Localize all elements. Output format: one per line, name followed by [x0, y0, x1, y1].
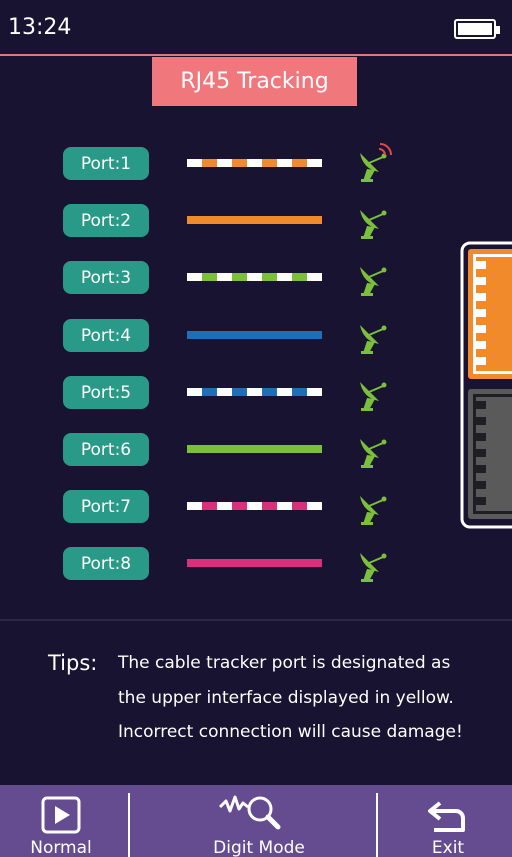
digit-mode-button[interactable]: Digit Mode [134, 785, 384, 857]
port-label: Port:2 [63, 204, 149, 237]
port-label: Port:4 [63, 319, 149, 352]
wire-color-indicator [187, 559, 322, 567]
port-row: Port:8 [0, 543, 420, 583]
tips-panel: Tips: The cable tracker port is designat… [0, 648, 512, 768]
satellite-dish-icon [360, 496, 387, 525]
wire-color-indicator [187, 273, 322, 281]
satellite-dish-icon [360, 210, 387, 239]
port-label: Port:3 [63, 261, 149, 294]
port-label: Port:7 [63, 490, 149, 523]
separator [376, 793, 378, 857]
tips-line-1: The cable tracker port is designated as [118, 653, 451, 673]
wire-color-indicator [187, 502, 322, 510]
satellite-dish-icon [360, 143, 392, 182]
port-row: Port:6 [0, 429, 420, 469]
status-bar: 13:24 [0, 0, 512, 56]
page-title: RJ45 Tracking [152, 57, 357, 106]
exit-button[interactable]: Exit [384, 785, 512, 857]
port-row: Port:3 [0, 257, 420, 297]
satellite-dish-icon [360, 382, 387, 411]
wire-color-indicator [187, 445, 322, 453]
port-label: Port:6 [63, 433, 149, 466]
port-row: Port:5 [0, 372, 420, 412]
satellite-dish-icon [360, 553, 387, 582]
tips-label: Tips: [48, 651, 98, 675]
port-row: Port:2 [0, 200, 420, 240]
bottom-bar: Normal Digit Mode Exit [0, 785, 512, 857]
port-row: Port:7 [0, 486, 420, 526]
normal-label: Normal [30, 838, 92, 857]
port-label: Port:1 [63, 147, 149, 180]
play-icon [41, 796, 81, 834]
wire-color-indicator [187, 388, 322, 396]
wire-color-indicator [187, 159, 322, 167]
port-label: Port:5 [63, 376, 149, 409]
port-label: Port:8 [63, 547, 149, 580]
satellite-dish-icon [360, 439, 387, 468]
satellite-dish-icon [360, 325, 387, 354]
wire-color-indicator [187, 216, 322, 224]
wave-magnifier-icon [218, 795, 281, 830]
rj45-connector-icon [460, 241, 512, 529]
tips-line-2: the upper interface displayed in yellow. [118, 688, 454, 708]
wire-color-indicator [187, 331, 322, 339]
exit-label: Exit [431, 838, 465, 857]
clock: 13:24 [8, 15, 72, 40]
satellite-dish-icon [360, 267, 387, 296]
normal-button[interactable]: Normal [0, 785, 122, 857]
return-arrow-icon [428, 801, 465, 832]
divider [0, 619, 512, 621]
digit-mode-label: Digit Mode [213, 838, 305, 857]
port-row: Port:4 [0, 315, 420, 355]
port-row: Port:1 [0, 143, 420, 183]
separator [128, 793, 130, 857]
tips-line-3: Incorrect connection will cause damage! [118, 722, 463, 742]
battery-icon [454, 19, 500, 39]
